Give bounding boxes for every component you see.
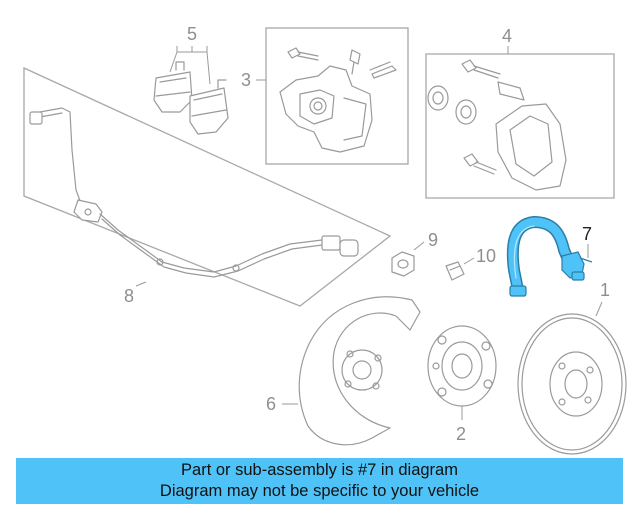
part-info-banner: Part or sub-assembly is #7 in diagram Di… — [16, 458, 623, 504]
callout-1: 1 — [600, 280, 610, 300]
brake-rotor[interactable] — [517, 301, 627, 455]
caliper-carrier-kit[interactable] — [425, 46, 615, 199]
callout-3: 3 — [241, 70, 251, 90]
callout-labels: 1 2 3 4 5 6 7 8 9 10 — [124, 24, 610, 444]
brake-hose[interactable] — [506, 216, 593, 297]
banner-line-disclaimer: Diagram may not be specific to your vehi… — [159, 482, 480, 500]
callout-9: 9 — [428, 230, 438, 250]
bolt[interactable] — [445, 257, 475, 281]
nut[interactable] — [391, 241, 425, 277]
brake-pads[interactable] — [153, 46, 229, 135]
callout-8: 8 — [124, 286, 134, 306]
callout-5: 5 — [187, 24, 197, 44]
abs-sensor-assembly[interactable] — [23, 66, 392, 307]
callout-6: 6 — [266, 394, 276, 414]
callout-4: 4 — [502, 26, 512, 46]
callout-2: 2 — [456, 424, 466, 444]
callout-7: 7 — [582, 224, 592, 244]
splash-shield[interactable] — [282, 296, 421, 446]
hub-bearing[interactable] — [427, 325, 497, 420]
callout-10: 10 — [476, 246, 496, 266]
brake-caliper[interactable] — [256, 27, 409, 165]
banner-line-part: Part or sub-assembly is #7 in diagram — [181, 461, 458, 479]
